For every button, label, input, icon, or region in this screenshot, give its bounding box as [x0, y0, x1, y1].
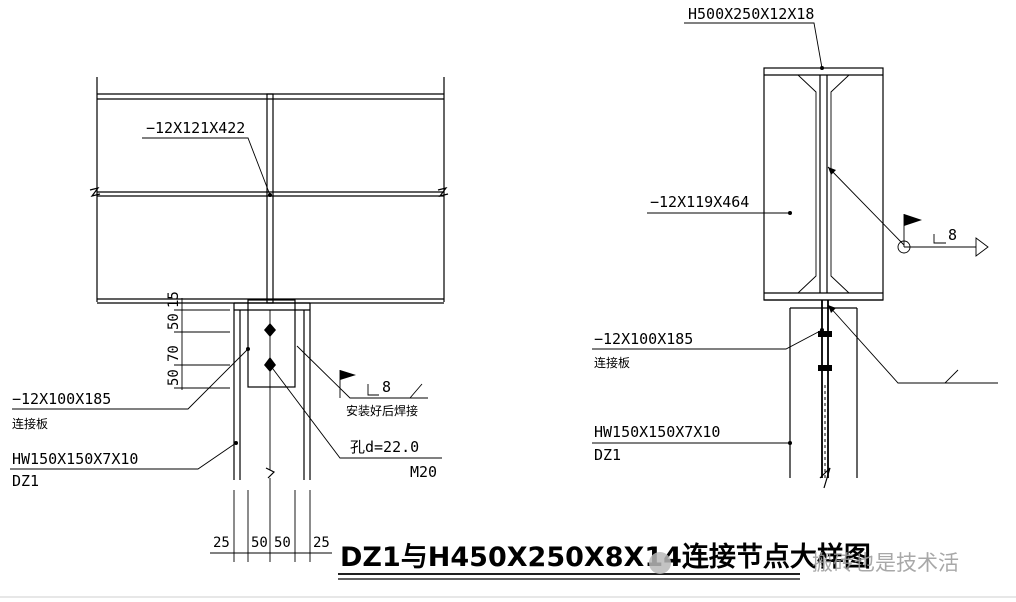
right-beam-section	[763, 67, 884, 301]
right-connect-plate-name: 连接板	[594, 355, 630, 370]
left-vertical-dimensions: 15 50 70 50	[166, 291, 230, 390]
left-column-section: HW150X150X7X10	[12, 450, 138, 468]
left-plate-label: −12X121X422	[146, 119, 245, 137]
bolt-upper	[264, 323, 276, 337]
bolt-lower	[264, 357, 276, 372]
dim-v-70: 70	[166, 345, 182, 362]
dim-h-25a: 25	[213, 535, 230, 551]
dim-h-50b: 50	[274, 535, 291, 551]
dim-h-25b: 25	[313, 535, 330, 551]
right-column-name: DZ1	[594, 446, 621, 464]
dim-v-50a: 50	[166, 313, 182, 330]
right-annotations: H500X250X12X18 −12X119X464 8 −12X100X185…	[592, 5, 998, 464]
left-connect-plate-name: 连接板	[12, 416, 48, 431]
left-weld-note: 安装好后焊接	[346, 403, 418, 418]
watermark: 搬砖也是技术活	[649, 551, 959, 575]
right-connect-plate-label: −12X100X185	[594, 330, 693, 348]
drawing-title-block: DZ1与H450X250X8X14连接节点大样图	[338, 541, 871, 580]
left-column-name: DZ1	[12, 472, 39, 490]
right-plate-label: −12X119X464	[650, 193, 749, 211]
right-column	[789, 300, 858, 489]
watermark-text: 搬砖也是技术活	[812, 551, 959, 575]
left-annotations: −12X121X422 −12X100X185 连接板 HW150X150X7X…	[10, 119, 442, 490]
right-beam-section: H500X250X12X18	[688, 5, 814, 23]
dim-v-15: 15	[166, 291, 182, 308]
bolt-label: M20	[410, 463, 437, 481]
left-connect-plate-label: −12X100X185	[12, 390, 111, 408]
dim-v-50b: 50	[166, 369, 182, 386]
left-weld-size: 8	[382, 378, 391, 396]
right-column-section: HW150X150X7X10	[594, 423, 720, 441]
left-beam	[89, 77, 449, 304]
right-weld-size: 8	[948, 226, 957, 244]
dim-h-50a: 50	[251, 535, 268, 551]
hole-label: 孔d=22.0	[350, 438, 419, 456]
left-elevation-view: 15 50 70 50 25 50 50 25 −12X121X422	[10, 77, 449, 562]
left-horizontal-dimensions: 25 50 50 25	[210, 490, 332, 562]
drawing-title: DZ1与H450X250X8X14连接节点大样图	[340, 541, 871, 573]
right-section-view: H500X250X12X18 −12X119X464 8 −12X100X185…	[592, 5, 998, 489]
left-column	[233, 299, 311, 490]
